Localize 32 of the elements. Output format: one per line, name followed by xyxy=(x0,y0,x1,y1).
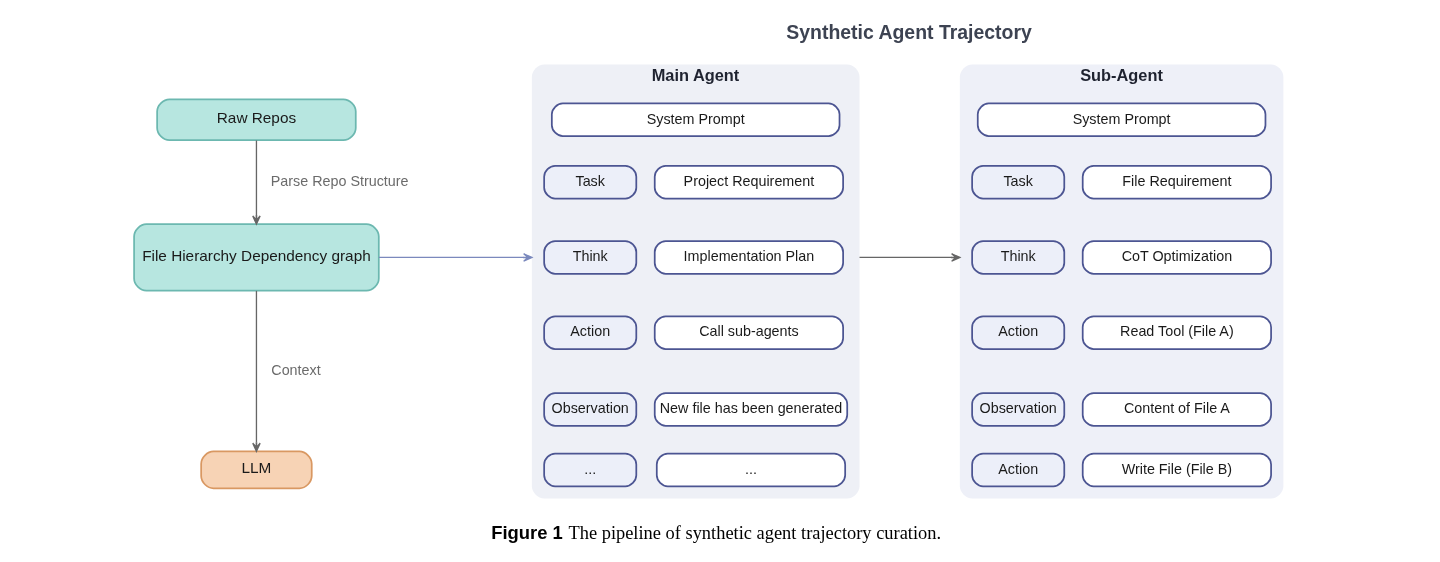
node-box: Task xyxy=(971,164,1066,200)
node-box: Project Requirement xyxy=(653,164,844,200)
node-box: Think xyxy=(971,240,1066,275)
node-box: LLM xyxy=(200,450,313,490)
node-box: Read Tool (File A) xyxy=(1081,315,1272,350)
node-box: Observation xyxy=(543,392,638,427)
node-box: New file has been generated xyxy=(653,392,849,427)
node-box: Action xyxy=(971,315,1066,350)
node-box: System Prompt xyxy=(976,102,1267,137)
node-box: Write File (File B) xyxy=(1081,452,1272,488)
node-box: Content of File A xyxy=(1081,392,1272,427)
node-box: Raw Repos xyxy=(156,98,357,142)
arrow xyxy=(252,139,261,225)
node-box: Action xyxy=(971,452,1066,488)
diagram-title: Synthetic Agent Trajectory xyxy=(786,21,1032,44)
arrow xyxy=(858,253,961,262)
edge-label: Parse Repo Structure xyxy=(270,173,409,190)
node-box: ... xyxy=(655,452,847,488)
node-box: Observation xyxy=(971,392,1066,427)
node-box: Call sub-agents xyxy=(653,315,844,350)
node-box: Task xyxy=(543,164,638,200)
node-box: File Requirement xyxy=(1081,164,1272,200)
node-box: Think xyxy=(543,240,638,275)
edge-label: Context xyxy=(271,362,321,379)
node-box: System Prompt xyxy=(550,102,841,137)
node-box: File Hierarchy Dependency graph xyxy=(133,223,380,292)
caption: Figure 1 The pipeline of synthetic agent trajectory curation. xyxy=(491,521,942,543)
arrow xyxy=(252,290,261,452)
node-box: Implementation Plan xyxy=(653,240,844,275)
node-box: Action xyxy=(543,315,638,350)
node-box: CoT Optimization xyxy=(1081,240,1272,275)
node-box: ... xyxy=(543,452,638,488)
